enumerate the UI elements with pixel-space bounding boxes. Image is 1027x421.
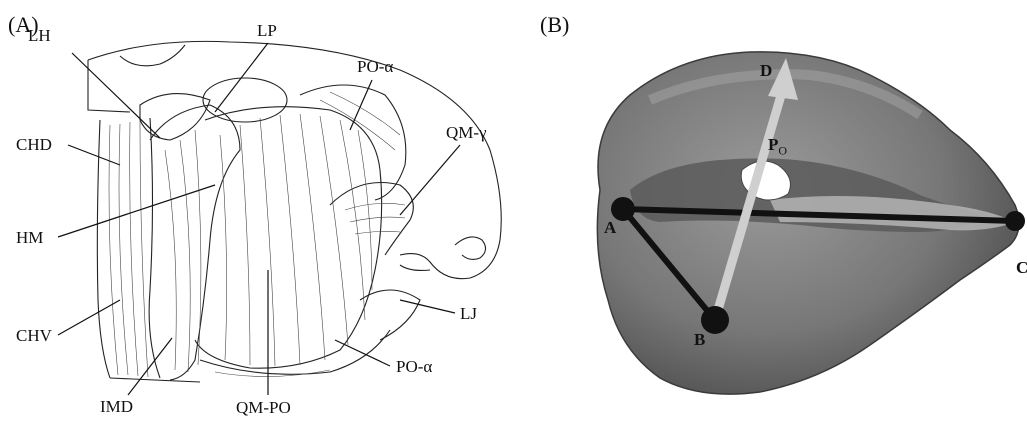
label-chd: CHD (16, 136, 52, 153)
panel-a-muscle-diagram: (A) (0, 0, 520, 421)
vector-po-main: P (768, 135, 778, 154)
vector-po-subscript: O (778, 143, 787, 157)
label-lj: LJ (460, 305, 477, 322)
point-c-dot (1005, 211, 1025, 231)
label-lp: LP (257, 22, 277, 39)
label-imd: IMD (100, 398, 133, 415)
label-po-alpha-top: PO-α (357, 58, 393, 75)
panel-b-skull-landmarks: (B) A B C D PO (520, 0, 1027, 421)
point-b-label: B (694, 330, 705, 350)
label-qm-gamma: QM-γ (446, 124, 487, 141)
point-c-label: C (1016, 258, 1027, 278)
label-qm-po: QM-PO (236, 399, 291, 416)
label-po-alpha-bottom: PO-α (396, 358, 432, 375)
point-a-label: A (604, 218, 616, 238)
label-lh: LH (28, 27, 51, 44)
vector-po-label: PO (768, 135, 787, 158)
label-hm: HM (16, 229, 43, 246)
point-d-label: D (760, 61, 772, 81)
muscle-illustration (0, 0, 520, 421)
skull-render (520, 0, 1027, 421)
label-chv: CHV (16, 327, 52, 344)
